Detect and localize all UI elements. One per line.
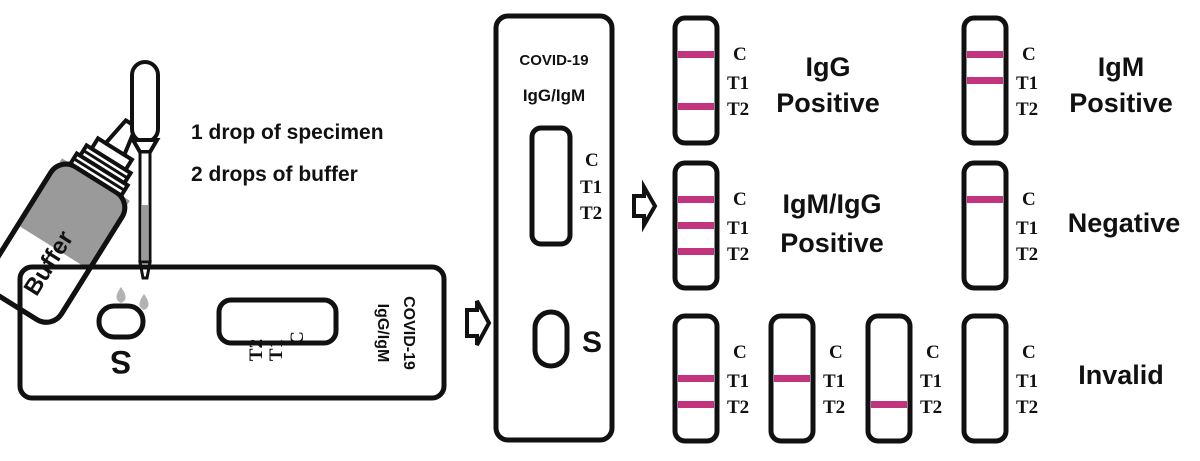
band-t2: [678, 248, 714, 255]
mark-t2: T2: [727, 397, 749, 418]
strip-window: [672, 313, 720, 444]
mark-t2: T2: [727, 99, 749, 120]
strip-window: [672, 15, 720, 146]
band-t2: [678, 103, 714, 110]
mark-c: C: [733, 189, 747, 210]
mark-t2: T2: [920, 397, 942, 418]
mark-t2: T2: [727, 244, 749, 265]
strip-window: [961, 160, 1009, 291]
sample-label: S: [582, 326, 602, 359]
result-negative: Negative: [1068, 208, 1181, 238]
drops: [116, 287, 149, 310]
device-brand-line1: COVID-19: [400, 296, 417, 370]
result-both-line2: Positive: [780, 228, 884, 258]
band-t1: [678, 375, 714, 382]
device-brand-line2: IgG/IgM: [523, 86, 585, 105]
mark-t1: T1: [727, 218, 749, 239]
mark-t1: T1: [823, 371, 845, 392]
test-device-vertical: COVID-19 IgG/IgM C T1 T2 S: [493, 13, 615, 443]
mark-t2: T2: [246, 339, 267, 361]
result-igg-line2: Positive: [776, 88, 880, 118]
band-t1: [678, 222, 714, 229]
band-c: [967, 51, 1003, 58]
mark-t2: T2: [1016, 397, 1038, 418]
device-brand-line2: IgG/IgM: [374, 304, 391, 363]
mark-t2: T2: [1016, 244, 1038, 265]
arrow-icon: [465, 300, 492, 346]
drop: [139, 294, 149, 310]
device-brand-line1: COVID-19: [519, 52, 588, 69]
mark-c: C: [1022, 189, 1036, 210]
mark-t2: T2: [1016, 99, 1038, 120]
mark-c: C: [733, 342, 747, 363]
mark-t1: T1: [727, 371, 749, 392]
band-t2: [871, 401, 907, 408]
band-c: [967, 196, 1003, 203]
mark-t1: T1: [1016, 371, 1038, 392]
result-igg-line1: IgG: [806, 52, 851, 82]
result-window: [216, 297, 339, 346]
drop: [116, 287, 126, 303]
result-invalid: Invalid: [1078, 360, 1164, 390]
strip-window: [961, 313, 1009, 444]
sample-well: [96, 303, 146, 340]
instruction-line1: 1 drop of specimen: [191, 121, 384, 144]
mark-c: C: [1022, 44, 1036, 65]
mark-t1: T1: [580, 177, 602, 198]
mark-t1: T1: [1016, 73, 1038, 94]
mark-t1: T1: [266, 339, 287, 361]
mark-c: C: [287, 331, 308, 345]
band-c: [678, 51, 714, 58]
mark-c: C: [585, 150, 599, 171]
sample-well: [532, 309, 570, 369]
result-window: [529, 125, 573, 247]
mark-c: C: [829, 342, 843, 363]
mark-t1: T1: [727, 73, 749, 94]
mark-t2: T2: [823, 397, 845, 418]
arrow-icon: [632, 179, 658, 233]
mark-t1: T1: [920, 371, 942, 392]
band-t1: [774, 375, 810, 382]
sample-label: S: [110, 344, 131, 380]
band-t2: [678, 401, 714, 408]
band-c: [678, 196, 714, 203]
test-device-horizontal: S C T1 T2 COVID-19 IgG/IgM: [17, 264, 447, 401]
strip-window: [768, 313, 816, 444]
strip-window: [961, 15, 1009, 146]
instruction-line2: 2 drops of buffer: [191, 163, 358, 186]
dropper: [129, 60, 161, 280]
mark-c: C: [926, 342, 940, 363]
mark-t2: T2: [580, 203, 602, 224]
result-igm-line1: IgM: [1098, 52, 1145, 82]
strip-window: [672, 160, 720, 291]
result-both-line1: IgM/IgG: [783, 189, 882, 219]
strip-window: [865, 313, 913, 444]
bottle-neck: [67, 117, 139, 199]
mark-c: C: [733, 44, 747, 65]
result-igm-line2: Positive: [1069, 88, 1173, 118]
mark-c: C: [1022, 342, 1036, 363]
mark-t1: T1: [1016, 218, 1038, 239]
band-t1: [967, 77, 1003, 84]
